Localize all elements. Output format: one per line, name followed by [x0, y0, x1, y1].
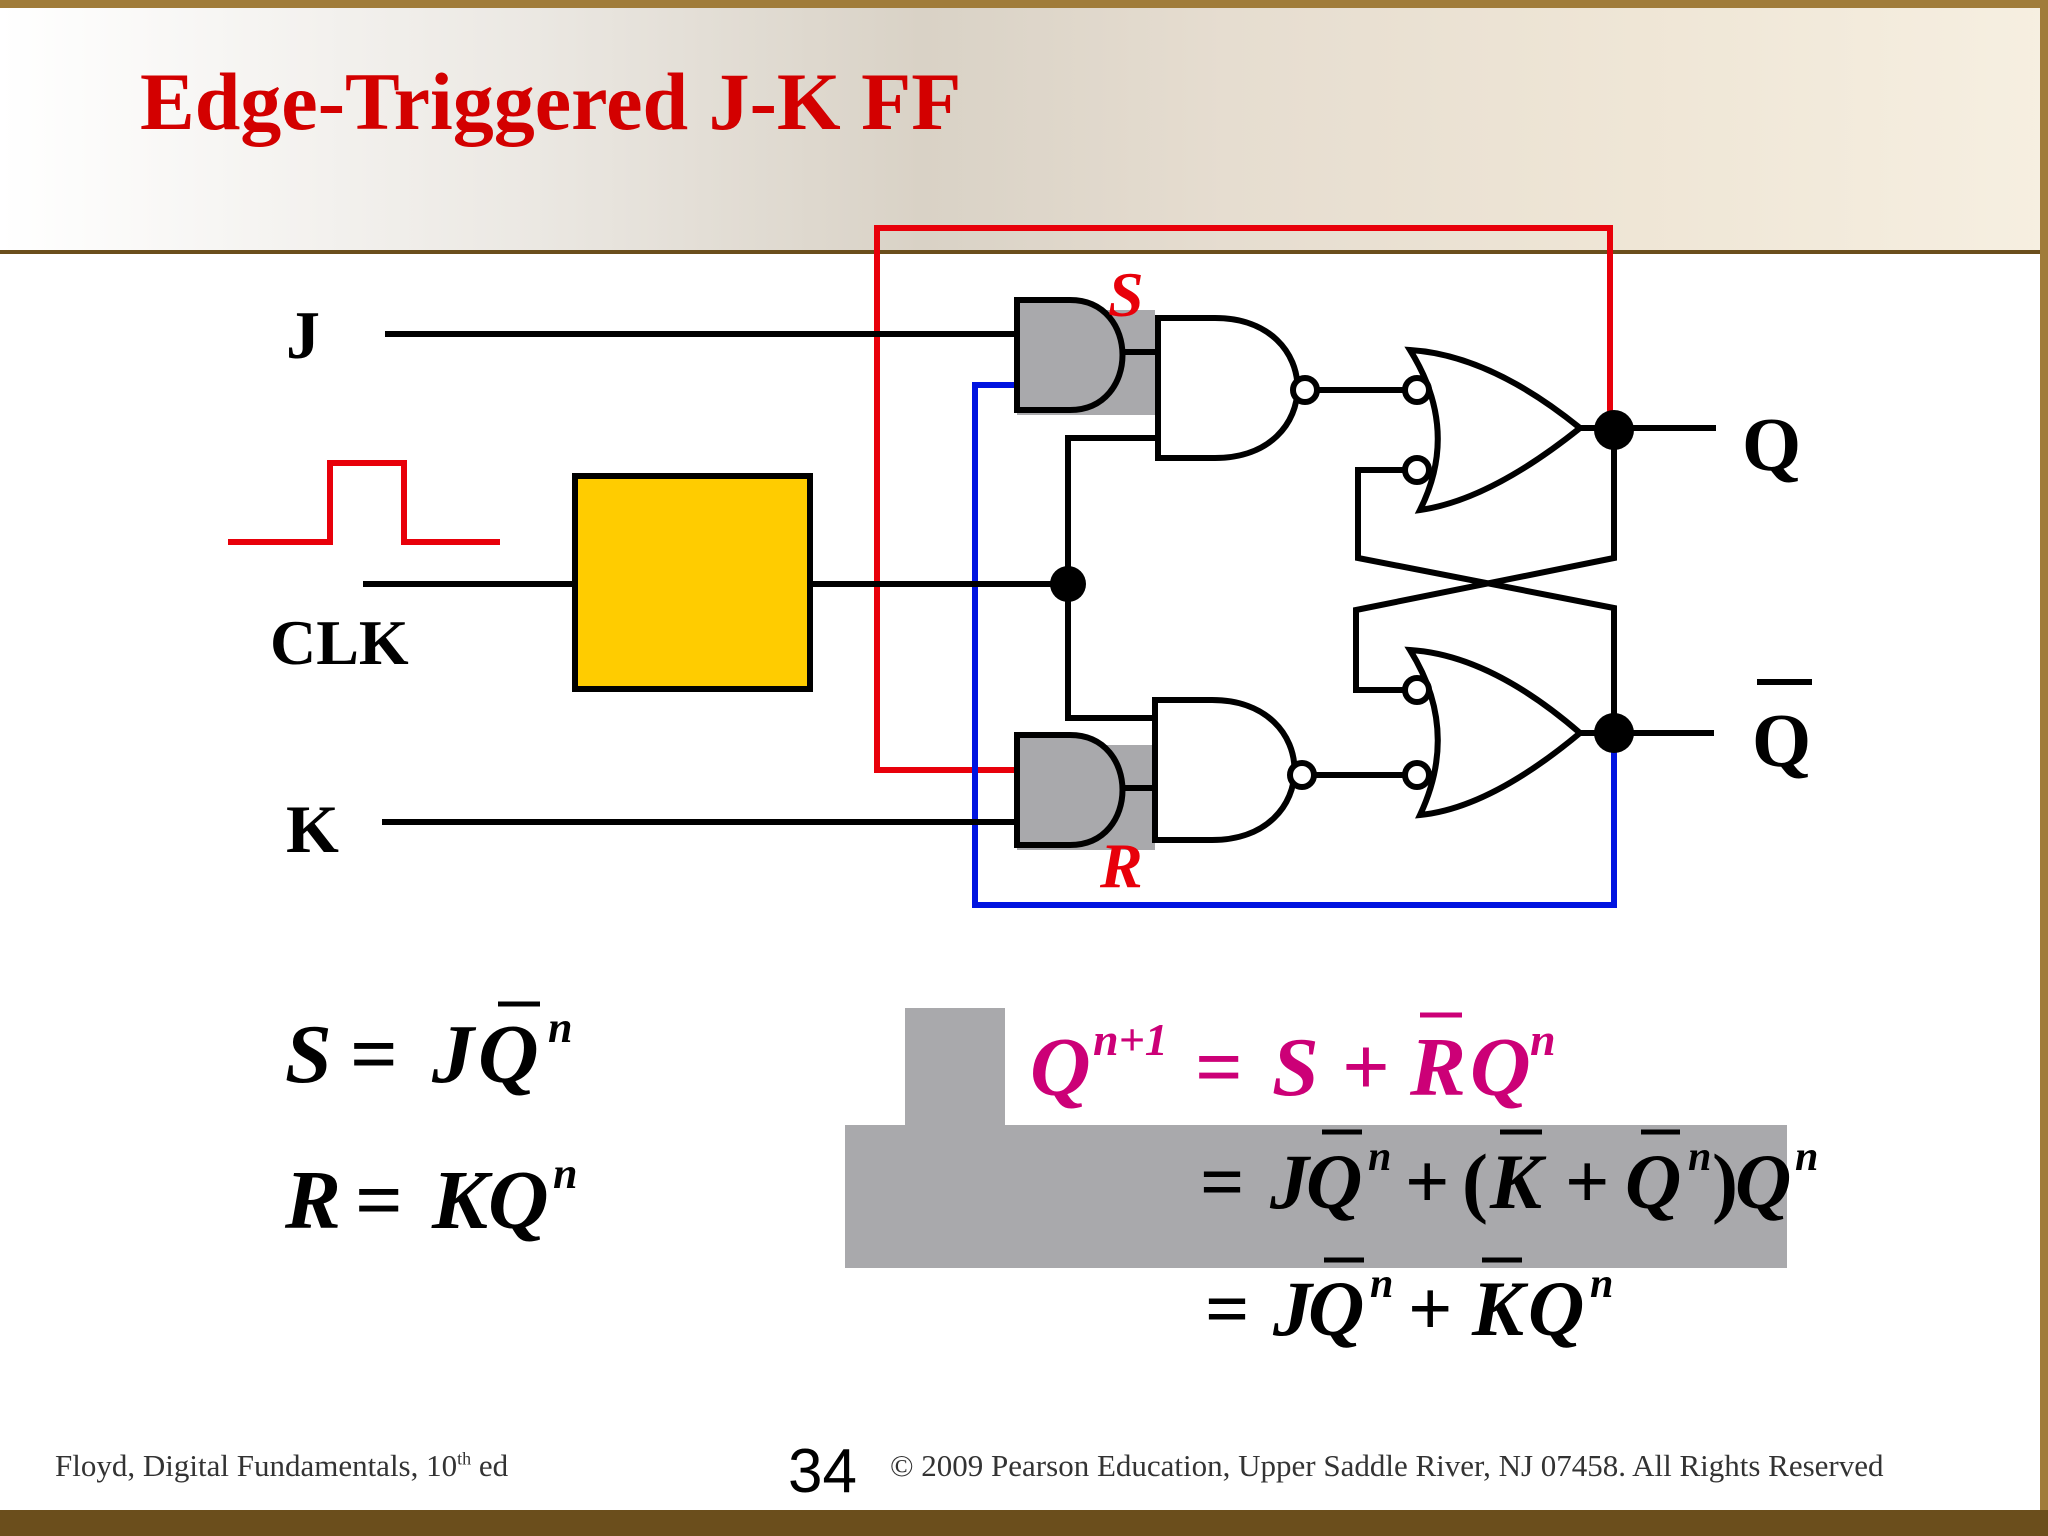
svg-text:n: n [1368, 1134, 1391, 1180]
lower-nand-gate [1152, 697, 1298, 843]
svg-text:(: ( [1462, 1138, 1488, 1225]
svg-text:J: J [1272, 1265, 1315, 1352]
footer-copyright: © 2009 Pearson Education, Upper Saddle R… [890, 1448, 1884, 1483]
cross-wire-qbar-to-upper [1353, 428, 1617, 693]
cross-wire-q-to-lower [1355, 467, 1617, 733]
svg-text:R: R [284, 1154, 341, 1247]
svg-text:KQ: KQ [431, 1154, 549, 1247]
svg-text:Q: Q [478, 1008, 539, 1101]
right-border [2040, 0, 2048, 1536]
header-background [0, 0, 2048, 250]
s-signal-label: S [1108, 259, 1144, 330]
s-equation: S = J Q n [285, 1001, 572, 1101]
lower-or-gate [1404, 646, 1585, 819]
clk-input-label: CLK [270, 607, 409, 678]
qbar-output-label: Q [1752, 699, 1811, 783]
svg-text:+: + [1342, 1021, 1390, 1114]
svg-text:n: n [1530, 1014, 1556, 1065]
upper-and-gate [1014, 297, 1126, 413]
upper-or-bubble-1 [1402, 375, 1432, 405]
svg-text:n: n [548, 1003, 572, 1052]
svg-text:n: n [1795, 1134, 1818, 1180]
expanded-equation: = J Q n + ( K + Q n ) Q n [1200, 1129, 1818, 1225]
lower-and-gate [1014, 732, 1126, 848]
footer-book-reference: Floyd, Digital Fundamentals, 10th ed [55, 1448, 509, 1483]
svg-text:n: n [553, 1149, 577, 1198]
clk-to-upper-nand [1065, 435, 1158, 584]
svg-text:J: J [1269, 1138, 1312, 1225]
svg-text:S: S [285, 1008, 332, 1101]
svg-text:R: R [1409, 1021, 1466, 1114]
svg-text:Q: Q [1625, 1138, 1681, 1225]
simplified-equation: = J Q n + K Q n [1205, 1257, 1613, 1352]
svg-text:=: = [1200, 1138, 1244, 1225]
next-state-equation: Q n+1 = S + R Q n [1030, 1012, 1556, 1114]
upper-or-bubble-2 [1402, 455, 1432, 485]
q-feedback-wire [874, 225, 1613, 773]
svg-text:S: S [1272, 1021, 1319, 1114]
svg-text:Q: Q [1528, 1265, 1584, 1352]
svg-text:K: K [1471, 1265, 1529, 1352]
j-input-label: J [286, 297, 320, 373]
bottom-border [0, 1510, 2048, 1536]
page-number: 34 [788, 1437, 857, 1506]
r-equation: R = KQ n [284, 1149, 577, 1247]
lower-nand-bubble [1287, 760, 1317, 790]
slide-title: Edge-Triggered J-K FF [140, 56, 962, 147]
svg-text:Q: Q [1470, 1021, 1531, 1114]
svg-text:=: = [355, 1154, 403, 1247]
svg-text:=: = [350, 1008, 398, 1101]
upper-or-gate [1404, 346, 1585, 514]
svg-text:+: + [1565, 1138, 1609, 1225]
svg-text:n: n [1590, 1261, 1613, 1307]
svg-text:Q: Q [1735, 1138, 1791, 1225]
q-junction-dot [1594, 410, 1634, 450]
svg-text:Q: Q [1308, 1265, 1364, 1352]
svg-text:K: K [1489, 1138, 1547, 1225]
equation-highlight [845, 1008, 1787, 1268]
svg-text:=: = [1195, 1021, 1243, 1114]
svg-text:Q: Q [1306, 1138, 1362, 1225]
q-output-label: Q [1742, 403, 1801, 487]
qbar-junction-dot [1594, 713, 1634, 753]
upper-nand-gate [1155, 315, 1301, 461]
svg-text:): ) [1712, 1138, 1738, 1225]
qbar-feedback-wire [972, 382, 1617, 908]
header-divider [0, 250, 2048, 254]
lower-or-bubble-2 [1402, 760, 1432, 790]
svg-text:J: J [431, 1008, 477, 1101]
svg-text:+: + [1405, 1138, 1449, 1225]
svg-text:=: = [1205, 1265, 1249, 1352]
svg-text:n: n [1688, 1134, 1711, 1180]
k-input-label: K [286, 791, 339, 867]
upper-nand-bubble [1290, 375, 1320, 405]
svg-text:Q: Q [1030, 1021, 1091, 1114]
clock-pulse-waveform [228, 460, 500, 545]
r-signal-label: R [1099, 830, 1143, 901]
lower-or-bubble-1 [1402, 675, 1432, 705]
svg-text:n: n [1370, 1261, 1393, 1307]
svg-text:n+1: n+1 [1093, 1014, 1168, 1065]
clk-to-lower-nand [1065, 584, 1158, 721]
pulse-transition-detector [572, 473, 813, 692]
svg-text:+: + [1408, 1265, 1452, 1352]
top-border [0, 0, 2048, 8]
